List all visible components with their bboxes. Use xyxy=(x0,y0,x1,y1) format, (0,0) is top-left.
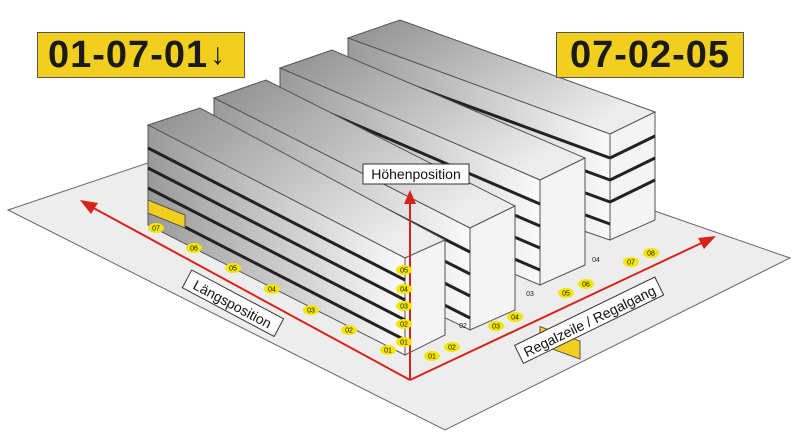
aisle-tick-07-bubble xyxy=(623,257,639,267)
location-code-right: 07-02-05 xyxy=(556,32,744,78)
length-tick-05-bubble xyxy=(225,263,241,273)
length-tick-04: 04 xyxy=(268,287,276,294)
aisle-arrow-icon xyxy=(698,236,716,249)
height-ticks: 05 04 03 02 01 xyxy=(396,265,412,347)
length-tick-02-bubble xyxy=(341,325,357,335)
height-tick-03-bubble xyxy=(396,301,412,311)
aisle-tick-03-bubble xyxy=(488,321,504,331)
height-arrow-icon xyxy=(404,190,416,204)
row-labels: 02 03 04 xyxy=(459,257,600,330)
arrow-down-icon: ↓ xyxy=(210,38,227,71)
aisle-tick-01: 01 xyxy=(428,354,436,361)
length-tick-01: 01 xyxy=(384,348,392,355)
length-tick-04-bubble xyxy=(264,284,280,294)
aisle-tick-04-bubble xyxy=(507,312,523,322)
length-tick-05: 05 xyxy=(229,266,237,273)
aisle-tick-08: 08 xyxy=(647,251,655,258)
length-tick-07: 07 xyxy=(152,226,160,233)
height-tick-01-bubble xyxy=(396,337,412,347)
row-label-04: 04 xyxy=(592,257,600,264)
length-tick-07-bubble xyxy=(148,223,164,233)
height-tick-03: 03 xyxy=(400,304,408,311)
aisle-tick-06-bubble xyxy=(578,279,594,289)
aisle-tick-05-bubble xyxy=(558,288,574,298)
height-tick-02: 02 xyxy=(400,322,408,329)
length-tick-01-bubble xyxy=(380,345,396,355)
highlighted-slot-01-07-01 xyxy=(147,199,186,229)
height-tick-04: 04 xyxy=(400,287,408,294)
height-tick-04-bubble xyxy=(396,284,412,294)
length-ticks: 07 06 05 04 03 02 01 xyxy=(148,223,396,355)
aisle-ticks: 01 02 03 04 05 06 07 08 xyxy=(424,248,659,361)
location-code-right-text: 07-02-05 xyxy=(569,34,731,76)
height-tick-05-bubble xyxy=(396,265,412,275)
length-arrow-icon xyxy=(80,200,98,214)
aisle-tick-08-bubble xyxy=(643,248,659,258)
length-tick-06-bubble xyxy=(186,243,202,253)
row-label-03: 03 xyxy=(526,291,534,298)
aisle-tick-02-bubble xyxy=(444,342,460,352)
rack-row-1 xyxy=(146,107,447,356)
length-tick-02: 02 xyxy=(345,328,353,335)
length-tick-06: 06 xyxy=(190,246,198,253)
axis-aisle xyxy=(409,236,716,381)
height-tick-05: 05 xyxy=(400,268,408,275)
row-label-02: 02 xyxy=(459,323,467,330)
aisle-tick-04: 04 xyxy=(511,315,519,322)
aisle-tick-06: 06 xyxy=(582,282,590,289)
aisle-tick-01-bubble xyxy=(424,351,440,361)
height-label-box: Höhenposition xyxy=(362,163,470,185)
aisle-tick-02: 02 xyxy=(448,345,456,352)
aisle-tick-05: 05 xyxy=(562,291,570,298)
height-tick-02-bubble xyxy=(396,319,412,329)
height-label: Höhenposition xyxy=(371,166,461,182)
height-tick-01: 01 xyxy=(400,340,408,347)
length-tick-03-bubble xyxy=(303,305,319,315)
length-tick-03: 03 xyxy=(307,308,315,315)
aisle-tick-03: 03 xyxy=(492,324,500,331)
location-code-left-text: 01-07-01 xyxy=(48,34,209,76)
location-code-left: 01-07-01↓ xyxy=(37,32,245,78)
axis-length xyxy=(80,200,411,381)
aisle-tick-07: 07 xyxy=(627,260,635,267)
